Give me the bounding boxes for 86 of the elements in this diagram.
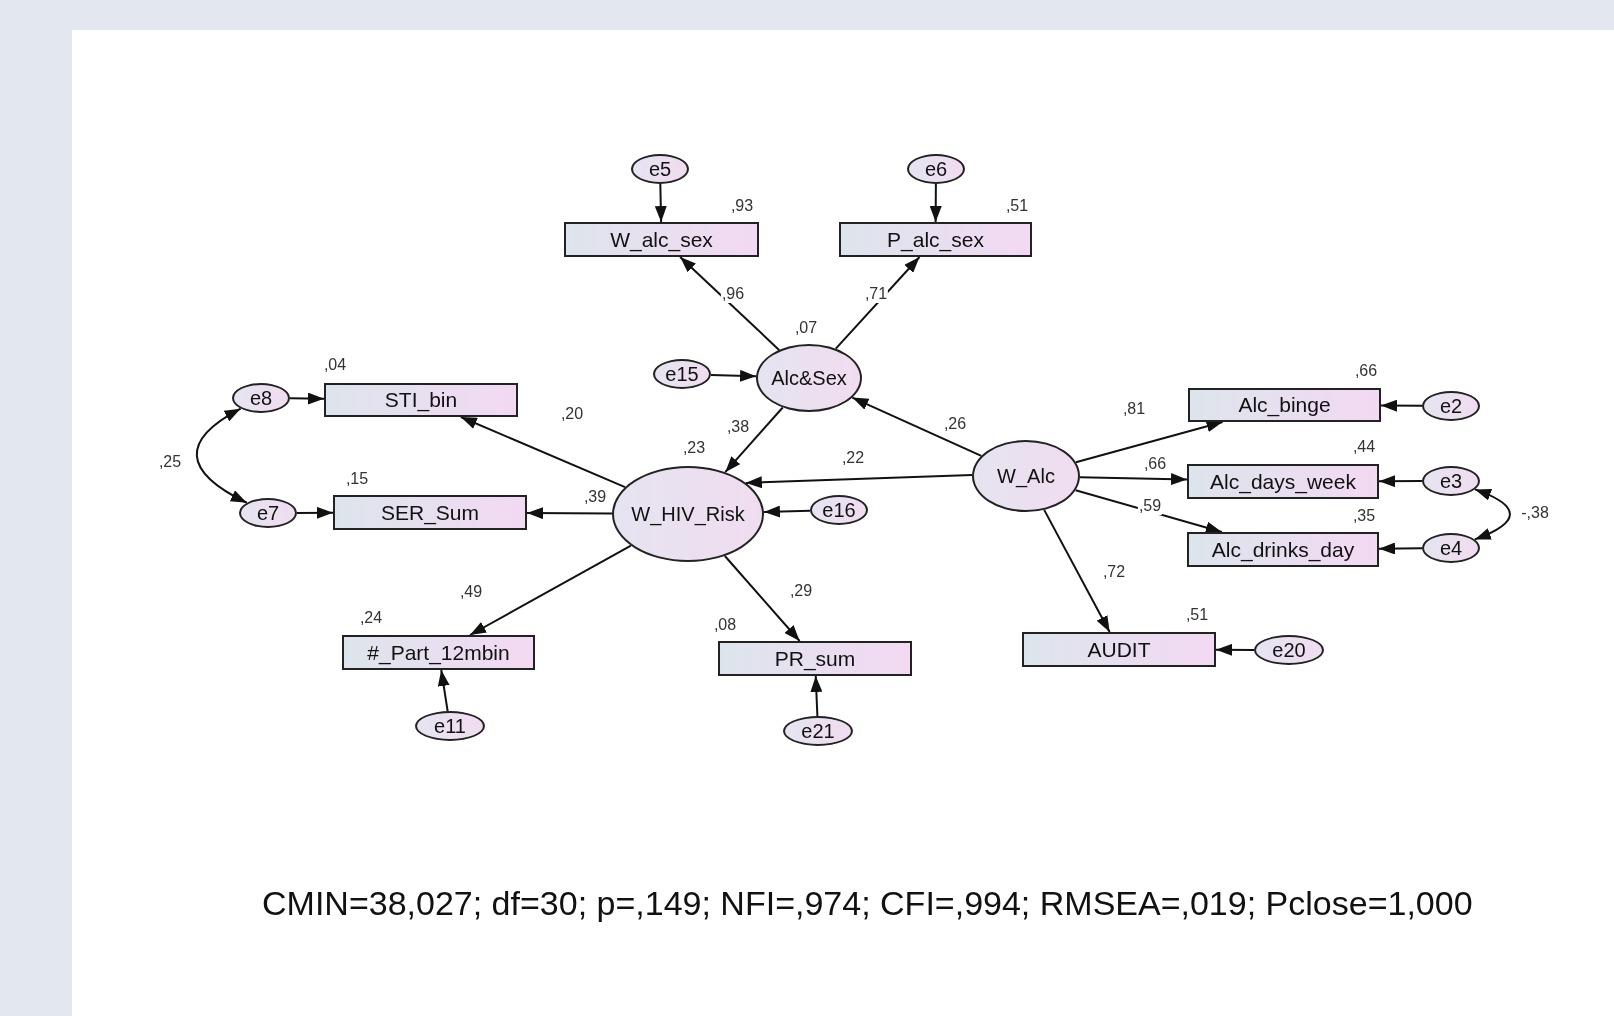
variable-name: W_alc_sex xyxy=(610,227,713,252)
path-arrow xyxy=(1378,542,1423,555)
path-arrow xyxy=(724,406,784,474)
path-arrow xyxy=(810,675,823,717)
path-arrow xyxy=(723,554,801,642)
edge-label: ,39 xyxy=(582,488,608,506)
edge-label: ,20 xyxy=(559,405,585,423)
edge-label: ,25 xyxy=(157,453,183,471)
path-arrow xyxy=(1378,475,1423,488)
r-squared-value: ,93 xyxy=(729,197,755,215)
path-arrow xyxy=(296,506,334,519)
r-squared-value: ,08 xyxy=(712,616,738,634)
observed-variable-box xyxy=(1187,532,1379,567)
variable-name: e6 xyxy=(924,157,948,181)
variable-name: SER_Sum xyxy=(380,500,479,525)
edge-label: -,38 xyxy=(1520,504,1550,522)
r-squared-value: ,15 xyxy=(344,470,370,488)
r-squared-value: ,24 xyxy=(358,609,384,627)
variable-name: e11 xyxy=(434,714,466,738)
path-arrow xyxy=(1078,473,1188,486)
edge-label: ,81 xyxy=(1121,400,1147,418)
observed-variable-box xyxy=(839,222,1032,257)
variable-name: e15 xyxy=(665,362,699,386)
path-arrow xyxy=(834,256,921,350)
variable-name: Alc_binge xyxy=(1238,393,1331,417)
variable-name: e21 xyxy=(801,719,835,743)
observed-variable-box xyxy=(342,635,535,670)
observed-variable-box xyxy=(1022,632,1216,667)
r-squared-value: ,23 xyxy=(681,439,707,457)
path-arrow xyxy=(929,183,942,223)
path-arrow xyxy=(1215,643,1255,656)
path-arrow xyxy=(654,183,667,223)
variable-name: AUDIT xyxy=(1087,637,1151,662)
path-arrow xyxy=(679,256,781,351)
path-arrow xyxy=(744,474,973,489)
path-arrow xyxy=(459,416,627,489)
edge-label: ,96 xyxy=(720,285,746,303)
variable-name: STI_bin xyxy=(384,388,458,412)
variable-name: W_HIV_Risk xyxy=(631,502,745,526)
r-squared-value: ,35 xyxy=(1351,507,1377,525)
r-squared-value: ,66 xyxy=(1353,362,1379,380)
fit-statistics-caption: CMIN=38,027; df=30; p=,149; NFI=,974; CFI=,994; RMSEA=,019; Pclose=1,000 xyxy=(262,884,1474,923)
variable-name: e5 xyxy=(648,157,672,181)
edge-label: ,66 xyxy=(1142,455,1168,473)
edge-label: ,26 xyxy=(942,415,968,433)
path-arrow xyxy=(437,669,450,713)
edge-label: ,22 xyxy=(840,449,866,467)
edge-label: ,71 xyxy=(863,285,889,303)
variable-name: e8 xyxy=(249,386,273,410)
variable-name: e2 xyxy=(1439,394,1463,418)
variable-name: #_Part_12mbin xyxy=(367,640,510,665)
covariance-arrow xyxy=(195,407,248,504)
observed-variable-box xyxy=(1188,388,1381,422)
edge-label: ,49 xyxy=(458,583,484,601)
r-squared-value: ,04 xyxy=(322,356,348,374)
variable-name: e3 xyxy=(1439,469,1463,493)
path-arrow xyxy=(469,544,632,636)
r-squared-value: ,07 xyxy=(793,319,819,337)
path-arrow xyxy=(526,507,613,520)
observed-variable-box xyxy=(718,641,912,676)
variable-name: e4 xyxy=(1439,536,1463,560)
variable-name: P_alc_sex xyxy=(887,227,984,252)
edge-label: ,29 xyxy=(788,582,814,600)
path-arrow xyxy=(289,392,325,405)
r-squared-value: ,44 xyxy=(1351,438,1377,456)
variable-name: Alc_drinks_day xyxy=(1211,537,1355,562)
variable-name: e7 xyxy=(256,501,280,525)
edge-label: ,72 xyxy=(1101,563,1127,581)
observed-variable-box xyxy=(324,383,518,417)
r-squared-value: ,51 xyxy=(1004,197,1030,215)
observed-variable-box xyxy=(333,495,527,530)
path-arrow xyxy=(709,369,758,382)
variable-name: W_Alc xyxy=(997,464,1055,488)
variable-name: Alc&Sex xyxy=(771,366,847,390)
variable-name: e20 xyxy=(1272,638,1306,662)
r-squared-value: ,51 xyxy=(1184,606,1210,624)
observed-variable-box xyxy=(564,222,759,257)
edge-label: ,59 xyxy=(1137,497,1163,515)
observed-variable-box xyxy=(1187,464,1379,499)
path-arrow xyxy=(1380,399,1423,412)
variable-name: Alc_days_week xyxy=(1210,469,1356,494)
covariance-arrow xyxy=(1473,488,1511,541)
path-arrow xyxy=(762,505,812,518)
edge-label: ,38 xyxy=(725,418,751,436)
variable-name: PR_sum xyxy=(774,646,856,671)
variable-name: e16 xyxy=(822,498,856,522)
